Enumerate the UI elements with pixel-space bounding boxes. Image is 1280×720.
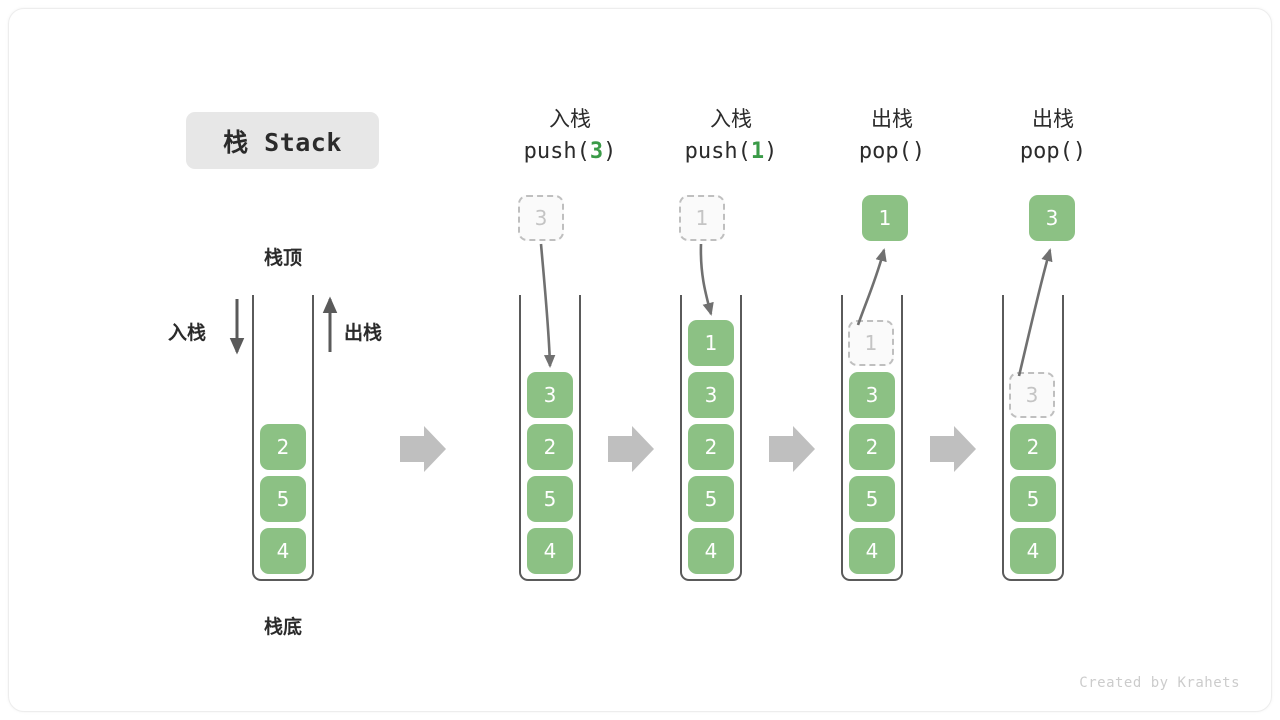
stack-container-pop-1 [841, 295, 903, 581]
stack-cell: 4 [688, 528, 734, 574]
removed-ghost-cell: 3 [1009, 372, 1055, 418]
column-header-arg: 3 [589, 138, 604, 164]
stack-cell: 4 [527, 528, 573, 574]
stack-container-initial [252, 295, 314, 581]
stack-cell: 5 [1010, 476, 1056, 522]
column-header-pop-1: 出栈 pop() [817, 106, 967, 166]
incoming-ghost-cell: 1 [679, 195, 725, 241]
stack-cell: 2 [849, 424, 895, 470]
stack-cell: 2 [527, 424, 573, 470]
column-header-cn: 入栈 [549, 107, 591, 131]
stack-cell: 2 [1010, 424, 1056, 470]
column-header-code: pop() [1019, 138, 1087, 164]
column-header-code: push(3) [523, 138, 617, 164]
column-header-pop-3: 出栈 pop() [978, 106, 1128, 166]
stack-cell: 5 [849, 476, 895, 522]
stack-cell: 5 [688, 476, 734, 522]
column-header-code: pop() [858, 138, 926, 164]
stack-bottom-label: 栈底 [263, 616, 302, 638]
column-header-push-3: 入栈 push(3) [495, 106, 645, 166]
stack-cell: 4 [260, 528, 306, 574]
stack-cell: 2 [260, 424, 306, 470]
stack-top-label: 栈顶 [263, 247, 302, 269]
push-direction-label: 入栈 [168, 322, 207, 344]
stack-cell: 3 [527, 372, 573, 418]
column-header-cn: 出栈 [871, 107, 913, 131]
stack-container-push-3 [519, 295, 581, 581]
stack-container-push-1 [680, 295, 742, 581]
removed-ghost-cell: 1 [848, 320, 894, 366]
column-header-arg: 1 [750, 138, 765, 164]
column-header-push-1: 入栈 push(1) [656, 106, 806, 166]
footer-credit: Created by Krahets [1079, 675, 1240, 691]
stack-cell: 2 [688, 424, 734, 470]
stack-cell: 4 [849, 528, 895, 574]
stack-container-pop-3 [1002, 295, 1064, 581]
stack-cell: 1 [688, 320, 734, 366]
column-header-cn: 出栈 [1032, 107, 1074, 131]
column-header-cn: 入栈 [710, 107, 752, 131]
column-header-code: push(1) [684, 138, 778, 164]
popped-cell: 3 [1029, 195, 1075, 241]
title-badge: 栈 Stack [186, 112, 379, 169]
incoming-ghost-cell: 3 [518, 195, 564, 241]
popped-cell: 1 [862, 195, 908, 241]
stack-cell: 5 [260, 476, 306, 522]
pop-direction-label: 出栈 [344, 322, 383, 344]
stack-cell: 4 [1010, 528, 1056, 574]
stack-cell: 3 [688, 372, 734, 418]
stack-cell: 3 [849, 372, 895, 418]
stack-cell: 5 [527, 476, 573, 522]
